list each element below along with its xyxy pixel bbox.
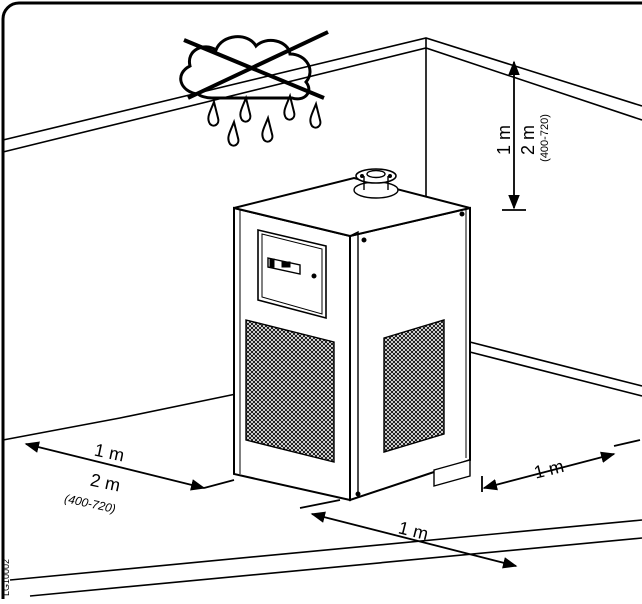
right-clearance-label: 1 m [532,456,566,483]
side-grille [383,319,445,453]
ceiling-clearance-rec: 2 m [518,125,538,155]
figure-code: LG10002 [1,559,11,596]
left-clearance-arrow [24,441,235,491]
left-clearance-range: (400-720) [63,491,117,516]
left-clearance-rec: 2 m [89,470,123,496]
ceiling-clearance-range: (400-720) [539,114,551,162]
no-rain-icon [179,30,329,147]
front-clearance-arrow [299,499,518,569]
control-panel [257,228,327,320]
ceiling-clearance-arrow [502,60,526,211]
front-clearance-label: 1 m [396,517,430,544]
ceiling-clearance-min: 1 m [494,125,514,155]
outlet-flange [353,168,399,199]
front-grille [245,319,335,463]
right-clearance-arrow [481,439,641,492]
